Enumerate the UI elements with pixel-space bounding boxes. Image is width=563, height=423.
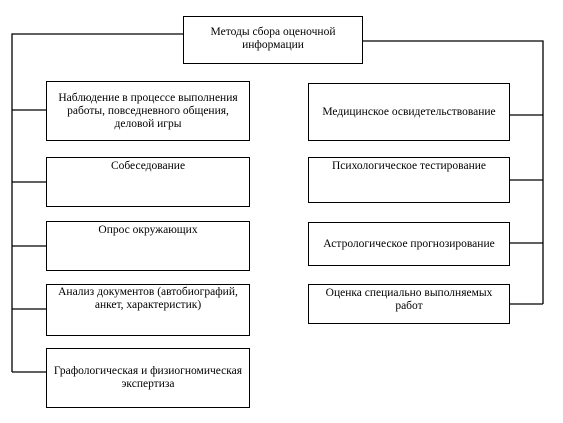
root-node-label: Методы сбора оценочной информации <box>210 26 336 51</box>
left-node-interview: Собеседование <box>46 157 250 207</box>
left-node-documents: Анализ документов (автобиографий, анкет,… <box>46 284 250 336</box>
right-node-label: Оценка специально выполняемых работ <box>325 287 493 312</box>
left-node-label: Графологическая и физиогномическая экспе… <box>53 365 243 390</box>
connector-left-spine <box>11 33 183 372</box>
right-node-label: Психологическое тестирование <box>332 160 486 172</box>
right-node-medical: Медицинское освидетельствование <box>308 83 510 141</box>
left-node-label: Опрос окружающих <box>98 224 198 236</box>
right-node-label: Астрологическое прогнозирование <box>323 237 495 250</box>
left-node-label: Анализ документов (автобиографий, анкет,… <box>58 286 238 311</box>
left-node-observation: Наблюдение в процессе выполнения работы,… <box>46 81 250 141</box>
connector-right-spine <box>362 40 544 304</box>
left-node-label: Собеседование <box>110 160 186 172</box>
right-node-works-evaluation: Оценка специально выполняемых работ <box>308 284 510 324</box>
right-node-astrology: Астрологическое прогнозирование <box>308 222 510 266</box>
left-node-label: Наблюдение в процессе выполнения работы,… <box>58 91 238 130</box>
right-node-psych-testing: Психологическое тестирование <box>308 157 510 203</box>
left-node-handwriting: Графологическая и физиогномическая экспе… <box>46 348 250 408</box>
left-node-survey: Опрос окружающих <box>46 221 250 271</box>
root-node: Методы сбора оценочной информации <box>183 16 363 64</box>
right-node-label: Медицинское освидетельствование <box>322 105 496 118</box>
